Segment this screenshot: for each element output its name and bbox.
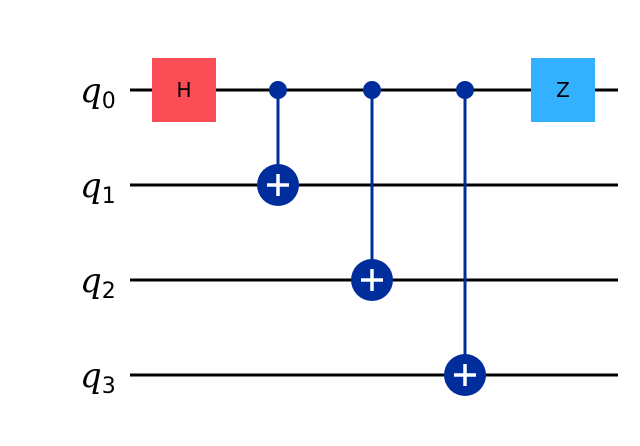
gate-label: H <box>176 78 191 102</box>
cnot-gate-q0-q2 <box>351 81 393 301</box>
qubit-label-index: 0 <box>102 89 116 114</box>
control-dot <box>456 81 474 99</box>
qubit-label-q1: q1 <box>80 166 116 209</box>
gate-box <box>531 58 595 122</box>
qubit-label-base: q <box>80 356 102 396</box>
qubit-label-q0: q0 <box>80 71 116 114</box>
qubit-label-index: 3 <box>102 374 116 399</box>
control-dot <box>363 81 381 99</box>
qubit-label-base: q <box>80 166 102 206</box>
qubit-wires <box>130 88 618 377</box>
cnot-gate-q0-q1 <box>257 81 299 206</box>
control-dot <box>269 81 287 99</box>
gate-box <box>152 58 216 122</box>
gate-h-q0: H <box>152 58 216 122</box>
qubit-label-base: q <box>80 71 102 111</box>
qubit-label-index: 1 <box>102 184 116 209</box>
qubit-label-q2: q2 <box>80 261 116 304</box>
cnot-gate-q0-q3 <box>444 81 486 396</box>
gate-z-q0: Z <box>531 58 595 122</box>
qubit-label-q3: q3 <box>80 356 116 399</box>
qubit-label-base: q <box>80 261 102 301</box>
gate-label: Z <box>556 78 570 102</box>
qubit-label-index: 2 <box>102 279 116 304</box>
